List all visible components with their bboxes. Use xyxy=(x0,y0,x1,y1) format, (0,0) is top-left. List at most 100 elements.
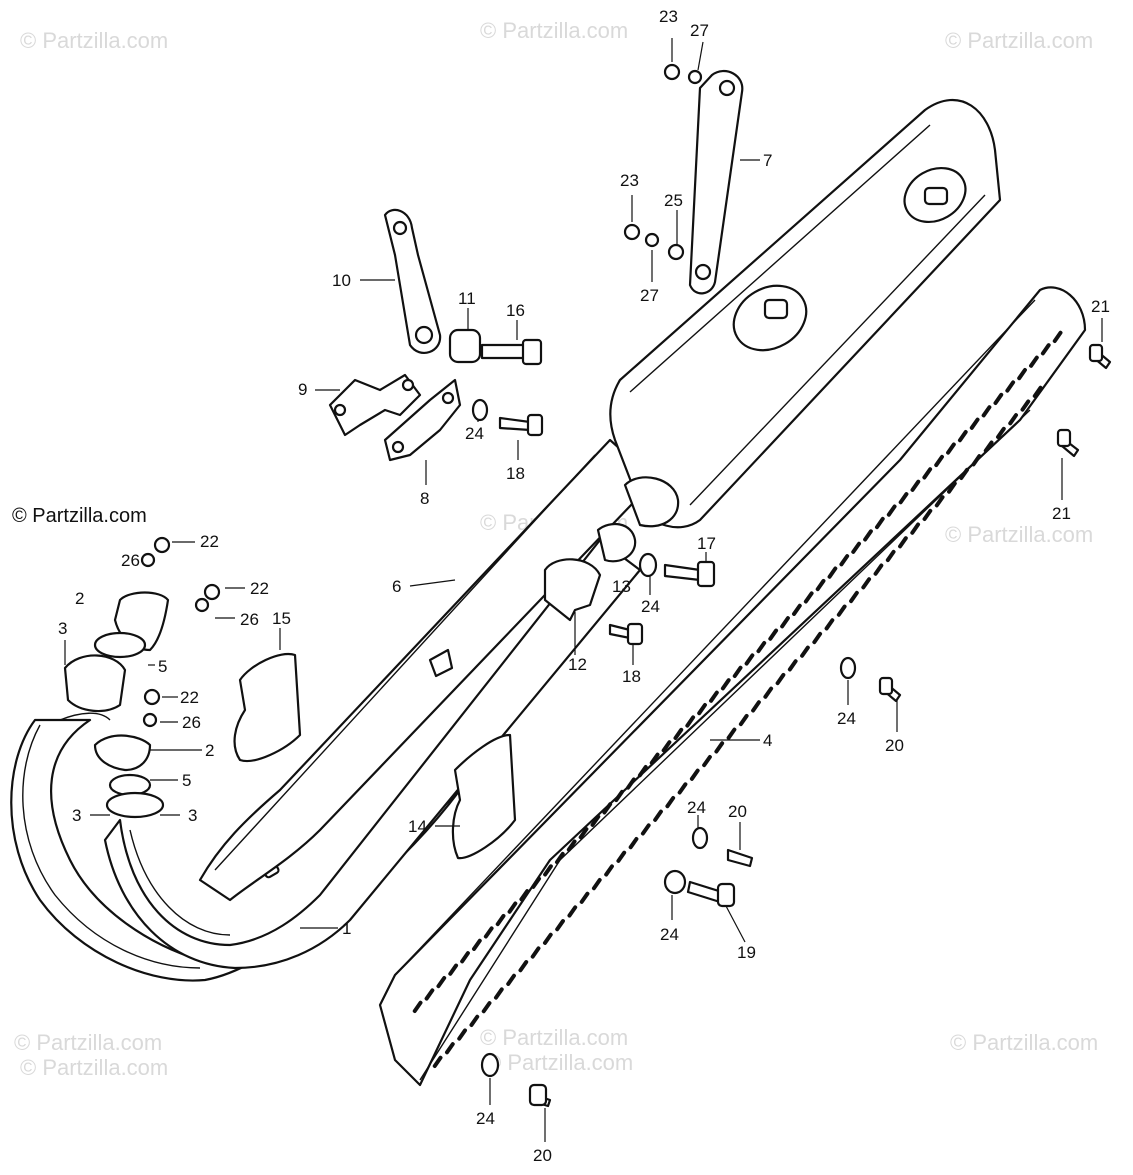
vent-slot xyxy=(815,578,826,592)
callout-8[interactable]: 8 xyxy=(420,489,430,508)
callout-24[interactable]: 24 xyxy=(837,709,856,728)
callout-13[interactable]: 13 xyxy=(612,577,631,596)
vent-slot xyxy=(886,504,897,517)
callout-5[interactable]: 5 xyxy=(182,771,192,790)
vent-slot xyxy=(661,740,672,753)
vent-slot xyxy=(530,946,541,959)
callout-27[interactable]: 27 xyxy=(640,286,659,305)
vent-slot xyxy=(702,754,712,768)
callout-11[interactable]: 11 xyxy=(458,289,476,308)
vent-slot xyxy=(996,426,1006,439)
vent-slot xyxy=(947,481,957,494)
callout-24[interactable]: 24 xyxy=(687,798,706,817)
vent-slot xyxy=(969,417,980,430)
band-12 xyxy=(543,558,602,622)
vent-slot xyxy=(493,987,504,1000)
vent-slot xyxy=(934,495,945,508)
callout-26[interactable]: 26 xyxy=(121,551,140,570)
vent-slot xyxy=(469,1014,480,1027)
callout-24[interactable]: 24 xyxy=(641,597,660,616)
callout-7[interactable]: 7 xyxy=(763,151,773,170)
callout-22[interactable]: 22 xyxy=(180,688,199,707)
vent-slot xyxy=(649,752,660,765)
callout-25[interactable]: 25 xyxy=(664,191,683,210)
callout-24[interactable]: 24 xyxy=(660,925,679,944)
callout-10[interactable]: 10 xyxy=(332,271,351,290)
callout-26[interactable]: 26 xyxy=(240,610,259,629)
vent-slot xyxy=(898,536,908,549)
vent-slot xyxy=(922,467,933,480)
vent-slot xyxy=(578,827,589,840)
watermark: © Partzilla.com xyxy=(945,522,1094,547)
callout-5[interactable]: 5 xyxy=(158,657,168,676)
callout-22[interactable]: 22 xyxy=(250,579,269,598)
callout-9[interactable]: 9 xyxy=(298,380,308,399)
callout-15[interactable]: 15 xyxy=(272,609,291,628)
bolt-18 xyxy=(498,413,544,437)
callout-2[interactable]: 2 xyxy=(205,741,215,760)
callout-16[interactable]: 16 xyxy=(506,301,525,320)
vent-slot xyxy=(738,713,749,727)
vent-slot xyxy=(898,492,909,505)
vent-slot xyxy=(507,901,518,914)
callout-18[interactable]: 18 xyxy=(622,667,641,686)
vent-slot xyxy=(543,864,553,877)
callout-19[interactable]: 19 xyxy=(737,943,756,962)
watermark: © Partzilla.com xyxy=(480,18,629,43)
callout-14[interactable]: 14 xyxy=(408,817,427,836)
bolt-17 xyxy=(663,560,716,588)
vent-slot xyxy=(579,891,590,904)
vent-slot xyxy=(885,549,896,563)
callout-3[interactable]: 3 xyxy=(72,806,82,825)
callout-20[interactable]: 20 xyxy=(533,1146,552,1165)
vent-slot xyxy=(910,522,921,535)
callout-21[interactable]: 21 xyxy=(1052,504,1071,523)
callout-3[interactable]: 3 xyxy=(188,806,198,825)
callout-22[interactable]: 22 xyxy=(200,532,219,551)
vent-slot xyxy=(460,951,470,964)
vent-slot xyxy=(677,782,688,795)
callout-3[interactable]: 3 xyxy=(58,619,68,638)
vent-slot xyxy=(946,442,956,455)
watermark: © Partzilla.com xyxy=(485,1050,634,1075)
callout-23[interactable]: 23 xyxy=(659,7,678,26)
vent-slot xyxy=(1052,330,1063,343)
callout-21[interactable]: 21 xyxy=(1091,297,1110,316)
callout-18[interactable]: 18 xyxy=(506,464,525,483)
callout-24[interactable]: 24 xyxy=(465,424,484,443)
muffler xyxy=(609,98,1002,529)
vent-slot xyxy=(768,628,779,641)
protector-14 xyxy=(451,733,517,860)
callout-23[interactable]: 23 xyxy=(620,171,639,190)
callout-20[interactable]: 20 xyxy=(885,736,904,755)
vent-slot xyxy=(518,960,529,973)
vent-slot xyxy=(653,809,663,822)
vent-slot xyxy=(640,823,651,836)
callout-24[interactable]: 24 xyxy=(476,1109,495,1128)
callout-26[interactable]: 26 xyxy=(182,713,201,732)
callout-4[interactable]: 4 xyxy=(763,731,773,750)
vent-slot xyxy=(824,618,835,631)
watermark: © Partzilla.com xyxy=(945,28,1094,53)
callout-2[interactable]: 2 xyxy=(75,589,85,608)
vent-slot xyxy=(714,741,725,754)
vent-slot xyxy=(709,690,719,703)
vent-slot xyxy=(590,814,601,827)
callout-17[interactable]: 17 xyxy=(697,534,716,553)
callout-1[interactable]: 1 xyxy=(342,919,352,938)
vent-slot xyxy=(637,765,648,778)
vent-slot xyxy=(495,913,506,927)
callout-6[interactable]: 6 xyxy=(392,577,402,596)
callout-12[interactable]: 12 xyxy=(568,655,587,674)
heat-shield-vents xyxy=(412,330,1063,1068)
screws xyxy=(480,343,1112,1108)
collar xyxy=(596,476,680,563)
callout-27[interactable]: 27 xyxy=(690,21,709,40)
callout-20[interactable]: 20 xyxy=(728,802,747,821)
vent-slot xyxy=(689,768,700,781)
vent-slot xyxy=(922,508,933,522)
vent-slot xyxy=(591,878,602,891)
vent-slot xyxy=(981,405,992,418)
watermark: © Partzilla.com xyxy=(20,28,169,53)
